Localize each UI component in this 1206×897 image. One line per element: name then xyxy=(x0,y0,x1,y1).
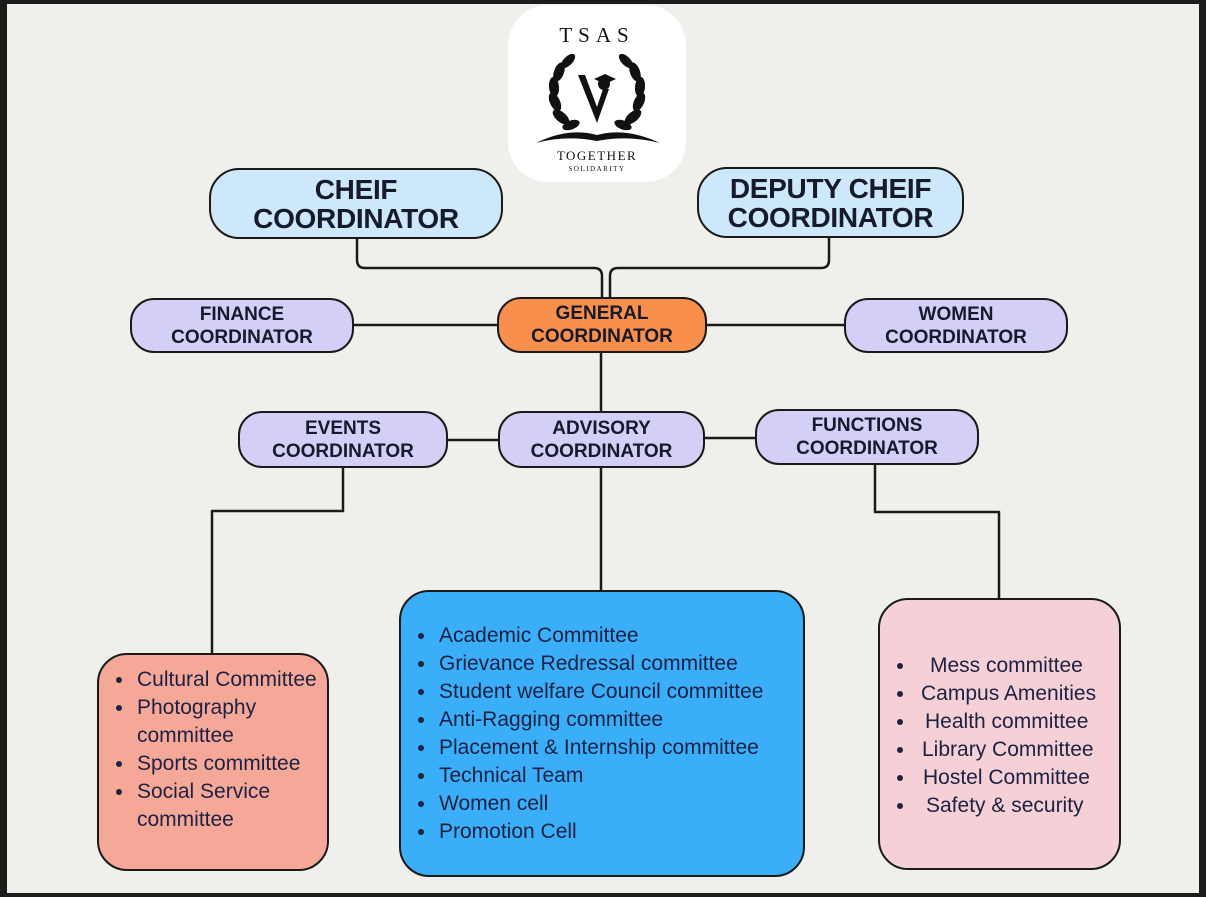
list-item: Placement & Internship committee xyxy=(437,734,803,762)
finance-coordinator-node: FINANCE COORDINATOR xyxy=(130,298,354,353)
list-item: Student welfare Council committee xyxy=(437,678,803,706)
connector-deputy-general xyxy=(608,238,831,298)
list-item: Health committee xyxy=(916,708,1119,736)
node-label-line2: COORDINATOR xyxy=(885,326,1027,348)
list-item: Safety & security xyxy=(916,792,1119,820)
list-item: Mess committee xyxy=(916,652,1119,680)
node-label-line1: CHEIF xyxy=(314,173,398,205)
logo-line-solidarity: SOLIDARITY xyxy=(568,165,626,173)
list-item: Photography committee xyxy=(135,694,327,750)
logo-line-together: TOGETHER xyxy=(556,148,638,163)
list-item: Campus Amenities xyxy=(916,680,1119,708)
node-label-line2: COORDINATOR xyxy=(796,438,938,459)
functions-coordinator-node: FUNCTIONS COORDINATOR xyxy=(755,409,979,465)
node-label-line1: FINANCE xyxy=(199,303,285,325)
list-item: Grievance Redressal committee xyxy=(437,650,803,678)
list-item: Academic Committee xyxy=(437,622,803,650)
node-label-line1: EVENTS xyxy=(304,417,382,439)
list-item: Cultural Committee xyxy=(135,666,327,694)
node-label-line1: ADVISORY xyxy=(552,417,651,439)
node-label-line2: COORDINATOR xyxy=(272,440,414,462)
logo-title: TSAS xyxy=(559,23,635,47)
list-item: Library Committee xyxy=(916,736,1119,764)
list-item: Sports committee xyxy=(135,750,327,778)
laurel-emblem-icon xyxy=(536,53,660,143)
advisory-committee-list: Academic Committee Grievance Redressal c… xyxy=(399,590,805,877)
general-coordinator-node: GENERAL COORDINATOR xyxy=(497,297,707,353)
advisory-coordinator-node: ADVISORY COORDINATOR xyxy=(498,411,705,468)
connector-functions-list xyxy=(873,464,1001,600)
node-label-line1: WOMEN xyxy=(918,303,994,325)
deputy-chief-coordinator-node: DEPUTY CHEIF COORDINATOR xyxy=(697,167,964,238)
list-item: Anti-Ragging committee xyxy=(437,706,803,734)
list-item: Promotion Cell xyxy=(437,818,803,846)
node-label-line2: COORDINATOR xyxy=(253,202,459,234)
node-label-line2: COORDINATOR xyxy=(727,201,934,233)
women-coordinator-node: WOMEN COORDINATOR xyxy=(844,298,1068,353)
node-label-line2: COORDINATOR xyxy=(530,440,673,462)
connector-events-list xyxy=(210,468,345,655)
events-committee-list: Cultural Committee Photography committee… xyxy=(97,653,329,871)
chief-coordinator-node: CHEIF COORDINATOR xyxy=(209,168,503,239)
list-item: Hostel Committee xyxy=(916,764,1119,792)
node-label-line2: COORDINATOR xyxy=(171,326,313,348)
node-label-line1: GENERAL xyxy=(555,303,649,324)
list-item: Social Service committee xyxy=(135,778,327,834)
node-label-line2: COORDINATOR xyxy=(531,326,673,347)
list-item: Technical Team xyxy=(437,762,803,790)
functions-committee-list: Mess committee Campus Amenities Health c… xyxy=(878,598,1121,870)
node-label-line1: DEPUTY CHEIF xyxy=(729,172,932,204)
list-item: Women cell xyxy=(437,790,803,818)
tsas-logo: TSAS TOGETHER SOLIDARITY xyxy=(508,5,686,182)
connector-chief-general xyxy=(355,238,604,298)
node-label-line1: FUNCTIONS xyxy=(811,415,923,436)
events-coordinator-node: EVENTS COORDINATOR xyxy=(238,411,448,468)
